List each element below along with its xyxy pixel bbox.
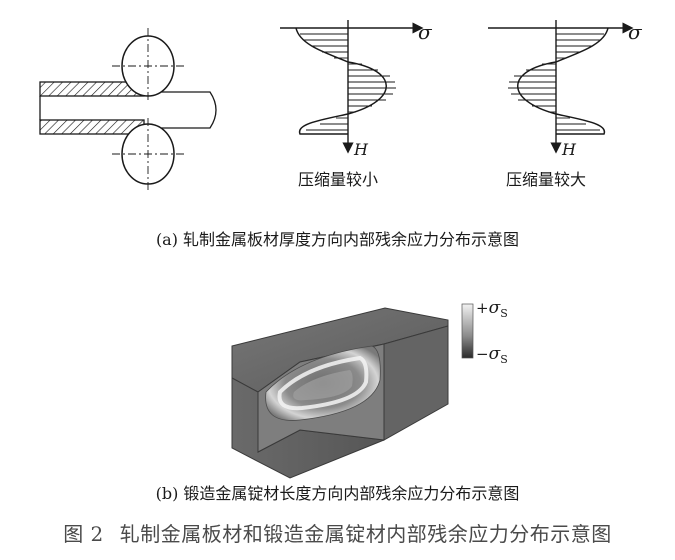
figure-number: 图 2 [63, 522, 104, 546]
h-axis-label-large: H [562, 140, 576, 159]
plate-bottom-layer [39, 119, 145, 135]
sigma-axis-label-large: σ [628, 20, 642, 44]
profile-large-label: 压缩量较大 [506, 170, 587, 189]
stress-profile-large [488, 20, 634, 154]
figure-caption: 图 2 轧制金属板材和锻造金属锭材内部残余应力分布示意图 [0, 518, 675, 547]
sigma-axis-label-small: σ [418, 20, 432, 44]
figure-caption-text: 轧制金属板材和锻造金属锭材内部残余应力分布示意图 [119, 522, 612, 546]
plate-outlet [144, 91, 217, 129]
h-axis-label-small: H [354, 140, 368, 159]
scale-top-label: +σS [476, 298, 508, 320]
panel-a-caption: (a) 轧制金属板材厚度方向内部残余应力分布示意图 [155, 230, 520, 249]
scale-bottom-label: −σS [476, 344, 508, 366]
forged-ingot-block [231, 307, 449, 479]
lower-roll [112, 118, 184, 192]
upper-roll [112, 28, 184, 100]
rolled-plate [39, 81, 217, 135]
profile-small-label: 压缩量较小 [298, 170, 379, 189]
stress-profile-small [280, 20, 424, 154]
panel-b-caption: (b) 锻造金属锭材长度方向内部残余应力分布示意图 [155, 484, 520, 503]
stress-scale-bar [461, 303, 474, 359]
